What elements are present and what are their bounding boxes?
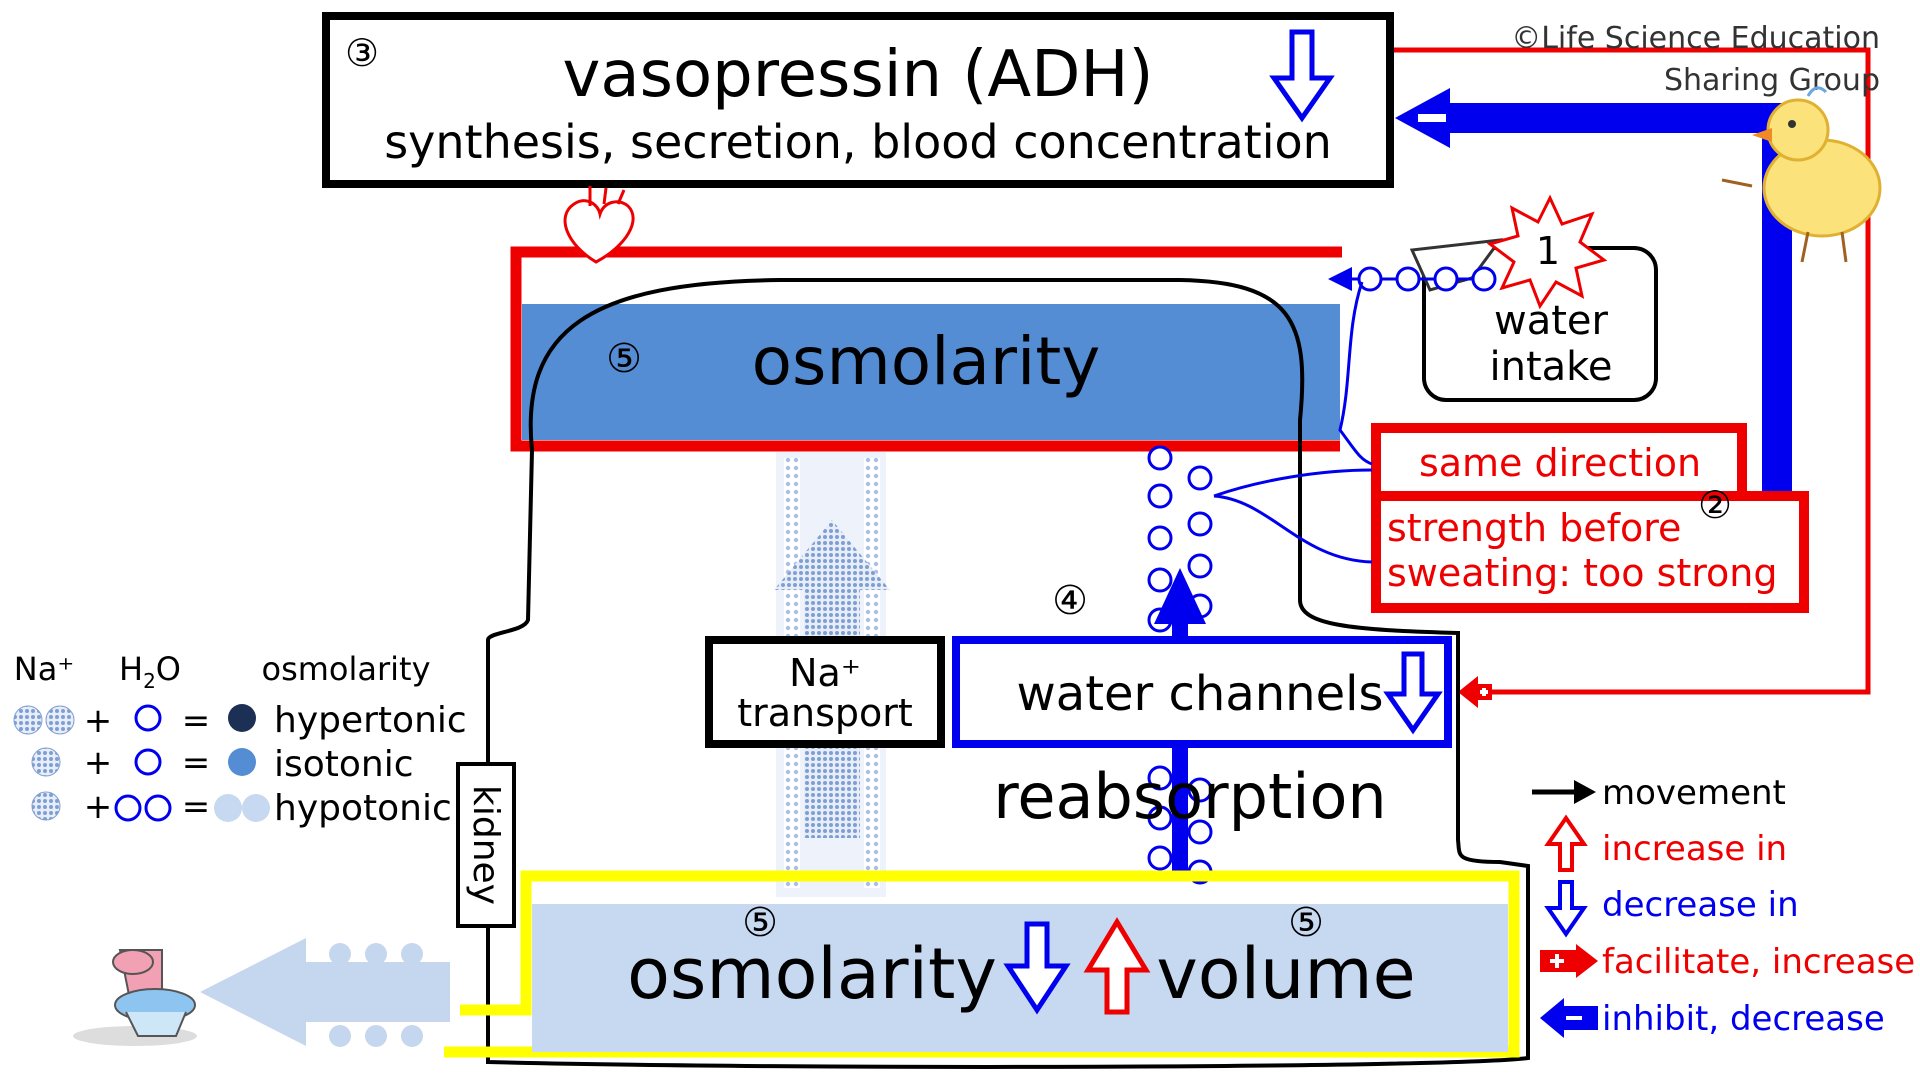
blood-compartment: ⑤ osmolarity bbox=[510, 246, 1342, 452]
adh-title: vasopressin (ADH) bbox=[563, 38, 1154, 112]
key-plus-3: + bbox=[84, 787, 113, 827]
marker-5-blood: ⑤ bbox=[606, 336, 642, 382]
water-intake-flow bbox=[1328, 266, 1497, 292]
sweat-line2: sweating: too strong bbox=[1387, 551, 1778, 595]
urine-compartment: ⑤ ⑤ osmolarity volume bbox=[444, 870, 1520, 1058]
movement-arrow-icon bbox=[1532, 780, 1596, 804]
key-isotonic: isotonic bbox=[274, 744, 414, 785]
marker-3: ③ bbox=[345, 31, 379, 75]
key-equals-2: = bbox=[182, 743, 211, 783]
marker-5-urine-right: ⑤ bbox=[1288, 900, 1324, 946]
key-hypertonic: hypertonic bbox=[274, 700, 467, 741]
key-osmolarity-header: osmolarity bbox=[261, 650, 430, 688]
urine-volume-increase-arrow-icon bbox=[1083, 917, 1151, 1015]
marker-4: ④ bbox=[1052, 578, 1088, 624]
increase-arrow-icon bbox=[1544, 814, 1588, 872]
decrease-arrow-icon bbox=[1544, 880, 1588, 938]
legend-inhibit: inhibit, decrease bbox=[1602, 999, 1885, 1039]
legend-increase: increase in bbox=[1602, 829, 1787, 869]
marker-2: ② bbox=[1698, 483, 1732, 527]
chick-icon bbox=[1721, 86, 1882, 263]
na-transport-line2: transport bbox=[737, 691, 913, 735]
na-transport-line1: Na⁺ bbox=[789, 651, 861, 695]
key-plus-1: + bbox=[84, 701, 113, 741]
water-channels-box: water channels bbox=[952, 636, 1452, 748]
heart-icon bbox=[563, 186, 635, 264]
legend-decrease: decrease in bbox=[1602, 885, 1799, 925]
reabsorption-label: reabsorption bbox=[993, 760, 1386, 833]
right-legend: movement increase in decrease in facilit… bbox=[1532, 773, 1915, 1039]
key-equals-3: = bbox=[182, 787, 211, 827]
sweat-line1: strength before bbox=[1387, 506, 1681, 550]
water-intake-line2: intake bbox=[1489, 344, 1612, 390]
urine-osmolarity-label: osmolarity bbox=[627, 933, 997, 1015]
sweat-box: same direction strength before sweating:… bbox=[1371, 423, 1809, 613]
na-transport-box: Na⁺ transport bbox=[705, 636, 945, 748]
red-facilitate-line bbox=[1390, 47, 1871, 708]
kidney-label: kidney bbox=[465, 785, 506, 905]
adh-subtitle: synthesis, secretion, blood concentratio… bbox=[384, 115, 1332, 169]
kidney-label-box: kidney bbox=[456, 762, 516, 928]
adh-box: ③ vasopressin (ADH) synthesis, secretion… bbox=[322, 12, 1394, 188]
water-channels-label: water channels bbox=[1017, 666, 1384, 722]
left-key: Na⁺ H2O osmolarity + = hypertonic + = is… bbox=[13, 650, 467, 829]
blue-connector-lines bbox=[1213, 281, 1373, 564]
key-hypotonic: hypotonic bbox=[274, 788, 452, 829]
key-plus-2: + bbox=[84, 743, 113, 783]
key-h2o-header: H2O bbox=[119, 650, 181, 693]
adh-decrease-arrow-icon bbox=[1269, 29, 1335, 123]
water-intake-line1: water bbox=[1494, 298, 1609, 344]
urine-osmolarity-decrease-arrow-icon bbox=[1003, 921, 1071, 1015]
legend-movement: movement bbox=[1602, 773, 1786, 813]
urine-outflow-arrow bbox=[200, 938, 450, 1047]
inhibit-legend-icon bbox=[1540, 998, 1598, 1038]
facilitate-arrow-icon bbox=[1458, 676, 1492, 708]
copyright-line2: Sharing Group bbox=[1664, 63, 1880, 98]
marker-5-urine-left: ⑤ bbox=[742, 900, 778, 946]
kidney-outline bbox=[486, 278, 1530, 1069]
marker-1: 1 bbox=[1536, 229, 1560, 273]
blood-osmolarity-label: osmolarity bbox=[752, 323, 1101, 400]
water-channels-decrease-arrow-icon bbox=[1383, 651, 1443, 735]
urine-volume-label: volume bbox=[1156, 933, 1415, 1015]
burst-icon: 1 bbox=[1486, 194, 1608, 310]
legend-facilitate: facilitate, increase bbox=[1602, 942, 1915, 982]
facilitate-legend-icon bbox=[1540, 944, 1598, 978]
toilet-icon bbox=[73, 949, 197, 1046]
same-direction-label: same direction bbox=[1419, 441, 1701, 485]
key-na-header: Na⁺ bbox=[14, 650, 74, 688]
copyright-line1: ©Life Science Education bbox=[1511, 21, 1880, 56]
key-equals-1: = bbox=[182, 701, 211, 741]
